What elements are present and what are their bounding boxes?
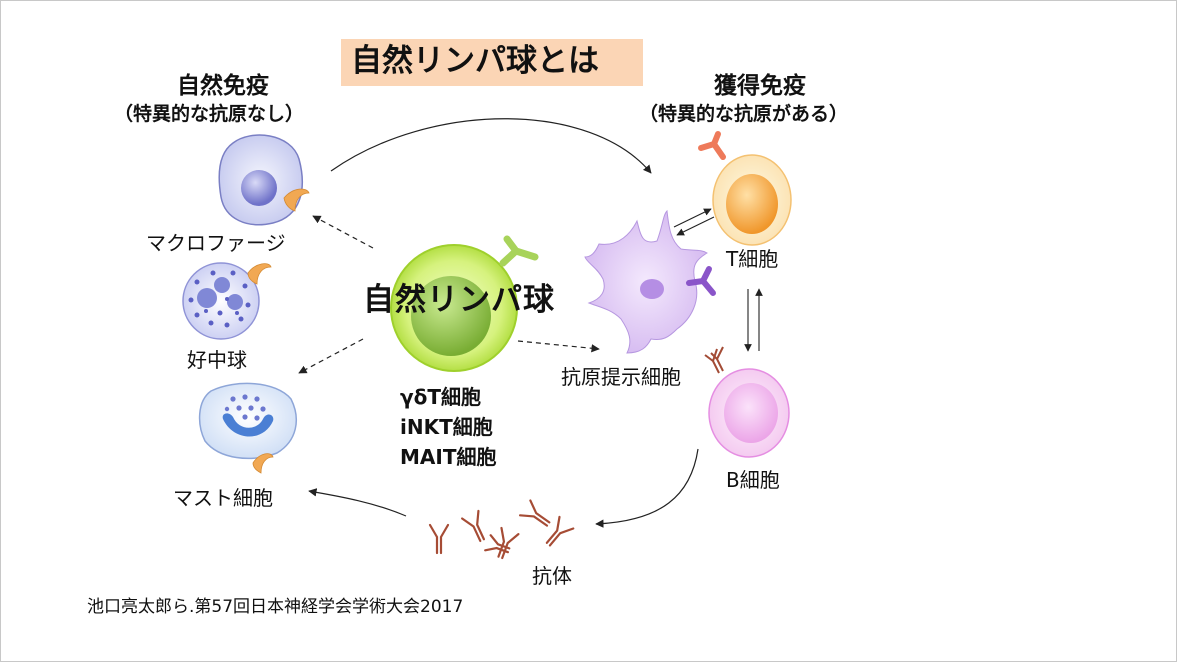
antibody-label: 抗体	[532, 564, 572, 588]
neutrophil-label: 好中球	[187, 348, 247, 372]
t-cell-receptor-icon	[698, 131, 726, 160]
arrow-lym-to-mast	[298, 338, 364, 374]
adaptive-subheading: （特異的な抗原がある）	[639, 103, 849, 125]
arrow-t-to-apc	[676, 216, 715, 236]
tcr-receptor-icon	[499, 235, 539, 267]
t-cell-label: T細胞	[726, 247, 779, 271]
t-cell	[698, 131, 792, 246]
lymphocyte-type-gdt: γδT細胞	[400, 385, 482, 409]
innate-lymphocyte-label: 自然リンパ球	[363, 282, 555, 318]
arrow-innate-to-adaptive	[330, 118, 652, 174]
lymphocyte-type-inkt: iNKT細胞	[400, 415, 493, 439]
antibody-group	[428, 499, 575, 560]
adaptive-heading: 獲得免疫	[714, 73, 806, 99]
apc-cell	[584, 209, 716, 354]
title-background	[341, 39, 643, 86]
mhc-receptor-icon	[686, 266, 716, 296]
b-cell-receptor-icon	[704, 346, 724, 374]
arrow-lym-to-macrophage	[312, 215, 374, 249]
apc-label: 抗原提示細胞	[561, 365, 681, 389]
arrow-lym-to-apc	[517, 340, 600, 353]
innate-lymphocyte-cell	[390, 235, 539, 372]
mast-cell-label: マスト細胞	[173, 486, 273, 510]
b-cell	[704, 346, 790, 458]
mast-cell	[198, 382, 298, 474]
slide-title: 自然リンパ球とは	[351, 43, 599, 79]
macrophage-cell	[218, 134, 310, 226]
lymphocyte-type-mait: MAIT細胞	[400, 445, 497, 469]
citation: 池口亮太郎ら.第57回日本神経学会学術大会2017	[87, 597, 464, 617]
neutrophil-cell	[182, 262, 272, 340]
innate-heading: 自然免疫	[177, 73, 269, 99]
innate-subheading: （特異的な抗原なし）	[114, 103, 305, 125]
arrow-b-to-antibody	[595, 448, 699, 528]
macrophage-label: マクロファージ	[146, 231, 286, 255]
b-cell-label: B細胞	[726, 468, 780, 492]
arrow-antibody-to-mast	[308, 488, 407, 517]
arrow-apc-to-t	[673, 208, 712, 228]
